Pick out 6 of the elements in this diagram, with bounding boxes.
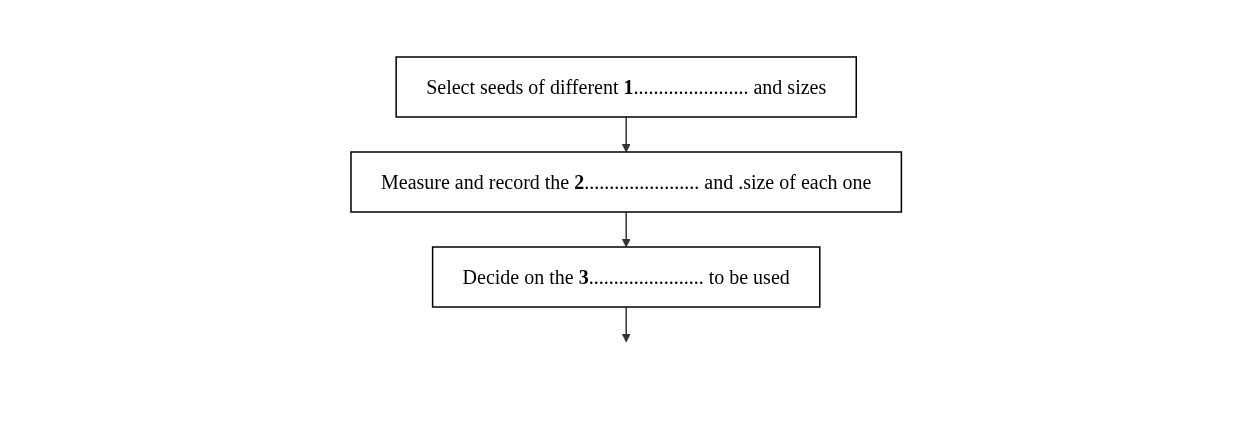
arrow bbox=[621, 115, 631, 152]
node-box: Decide on the 3....................... to be used bbox=[431, 245, 821, 308]
node-box: Measure and record the 2....................... and .size of each one bbox=[350, 150, 902, 213]
arrow bbox=[621, 305, 631, 342]
node-box: Select seeds of different 1....................... and sizes bbox=[395, 55, 857, 118]
arrow bbox=[621, 210, 631, 247]
